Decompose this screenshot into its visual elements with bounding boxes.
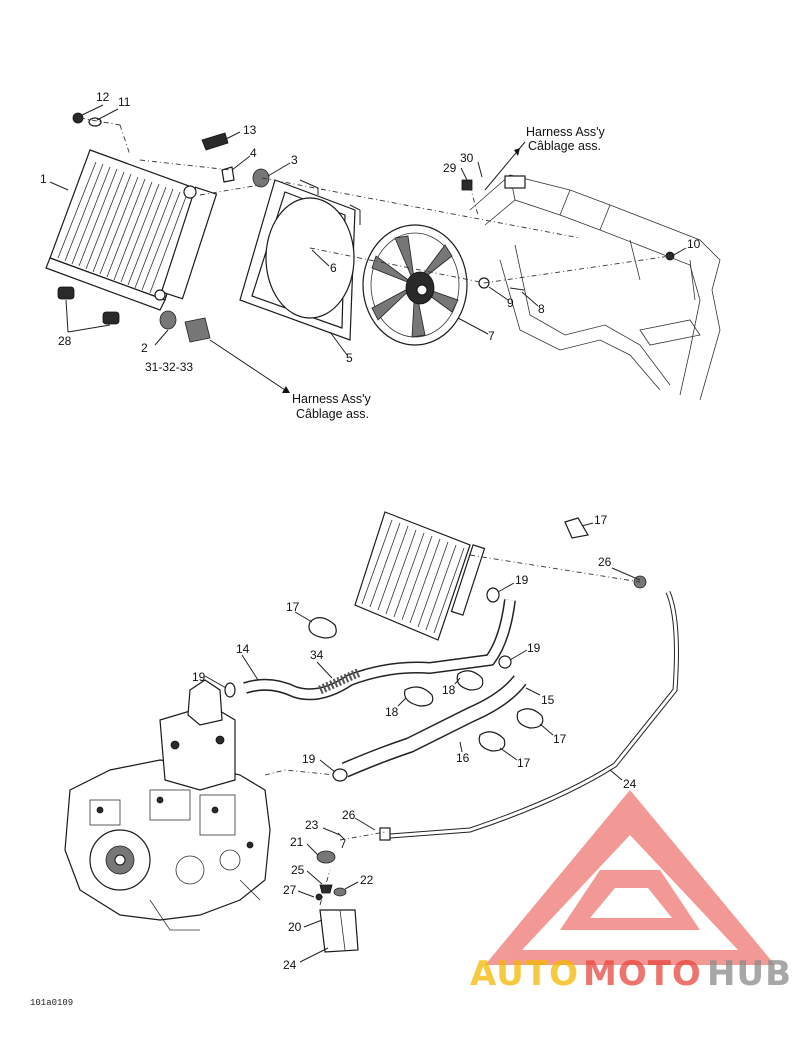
fan-shroud: [239, 179, 361, 341]
hardware-parts: [72, 112, 675, 343]
callout-19-engine: 19: [192, 670, 206, 684]
harness-arrow-bottom: [209, 339, 290, 393]
assembly-guide-lines-bottom: [264, 554, 641, 776]
callout-leaders-bottom: [204, 522, 641, 963]
callout-4: 4: [250, 146, 257, 160]
watermark-auto: AUTO: [470, 954, 579, 994]
callout-28: 28: [58, 334, 72, 348]
callout-17-left: 17: [286, 600, 300, 614]
engine: [64, 679, 271, 931]
watermark-logo: [485, 790, 775, 965]
callout-27: 27: [283, 883, 297, 897]
watermark-moto: MOTO: [583, 954, 702, 994]
callout-31-32-33: 31-32-33: [145, 360, 193, 374]
harness-arrow-top: [484, 141, 526, 191]
callout-30: 30: [460, 151, 474, 165]
cooling-fan: [362, 224, 468, 346]
harness-label-bottom-line2: Câblage ass.: [296, 407, 369, 421]
callout-19-bottom: 19: [302, 752, 316, 766]
radiator-lower-view: [354, 511, 486, 641]
callout-19-radiator: 19: [515, 573, 529, 587]
harness-label-bottom-line1: Harness Ass'y: [292, 392, 372, 406]
callout-3: 3: [291, 153, 298, 167]
callout-12: 12: [96, 90, 110, 104]
callout-26-tank: 26: [342, 808, 356, 822]
callout-22: 22: [360, 873, 374, 887]
callout-2: 2: [141, 341, 148, 355]
callout-26-right: 26: [598, 555, 612, 569]
callout-24-tank: 24: [283, 958, 297, 972]
vehicle-frame: [469, 174, 721, 401]
coolant-hoses: [243, 591, 679, 839]
callout-24-hose: 24: [623, 777, 637, 791]
watermark-hub: HUB: [707, 954, 792, 994]
figure-code: 101a0109: [30, 998, 73, 1008]
harness-label-top-line1: Harness Ass'y: [526, 125, 606, 139]
callout-29: 29: [443, 161, 457, 175]
callout-18-right: 18: [442, 683, 456, 697]
callout-leaders-top: [49, 104, 687, 356]
callout-10: 10: [687, 237, 701, 251]
harness-label-top-line2: Câblage ass.: [528, 139, 601, 153]
callout-16: 16: [456, 751, 470, 765]
callout-7: 7: [488, 329, 495, 343]
radiator: [45, 149, 218, 311]
callout-34: 34: [310, 648, 324, 662]
callout-13: 13: [243, 123, 257, 137]
callout-6: 6: [330, 261, 337, 275]
callout-9: 9: [507, 296, 514, 310]
coolant-reservoir: [315, 827, 391, 953]
callout-18-left: 18: [385, 705, 399, 719]
callout-17-right: 17: [553, 732, 567, 746]
callout-5: 5: [346, 351, 353, 365]
callout-1: 1: [40, 172, 47, 186]
callout-21: 21: [290, 835, 304, 849]
callout-11: 11: [118, 95, 131, 109]
callout-20: 20: [288, 920, 302, 934]
callout-23: 23: [305, 818, 319, 832]
callout-19-lower: 19: [527, 641, 541, 655]
rubber-mount: [57, 286, 120, 325]
callout-17-lower: 17: [517, 756, 531, 770]
callout-17-top: 17: [594, 513, 608, 527]
callout-14: 14: [236, 642, 250, 656]
assembly-guide-lines: [79, 117, 671, 284]
callout-25: 25: [291, 863, 305, 877]
callout-8: 8: [538, 302, 545, 316]
callout-15: 15: [541, 693, 555, 707]
watermark-text: AUTO MOTO HUB: [470, 954, 792, 994]
